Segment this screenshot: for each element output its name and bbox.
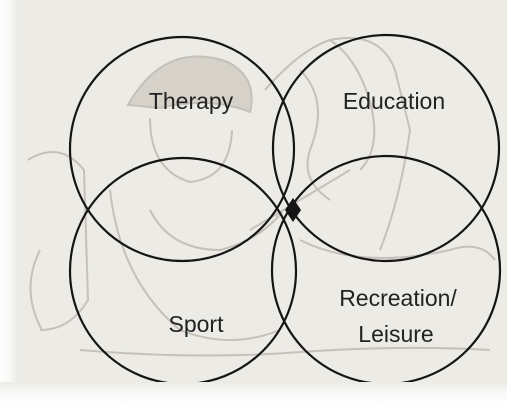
circle-education [271, 33, 501, 263]
scan-border-left [0, 0, 18, 404]
label-leisure: Leisure [358, 321, 433, 347]
circle-therapy [68, 35, 296, 263]
wheelchair-wheel [29, 249, 43, 331]
label-education: Education [343, 88, 445, 114]
rider-face [149, 117, 233, 184]
circle-sport [68, 156, 298, 386]
rein [249, 169, 351, 231]
horse-head [329, 39, 376, 171]
label-sport: Sport [169, 311, 225, 337]
horse-back [299, 239, 496, 261]
center-overlap-marker [285, 198, 301, 222]
scan-border-bottom [0, 382, 507, 404]
wheelchair-back [27, 151, 90, 331]
horse-neck [264, 37, 412, 251]
rider-body [109, 189, 281, 341]
rider-hat [126, 55, 253, 114]
rider-arm [149, 209, 283, 252]
label-recreation: Recreation/ [339, 285, 457, 311]
background-sketch [27, 37, 496, 357]
horse-mane [299, 69, 331, 201]
label-therapy: Therapy [149, 88, 234, 114]
ground-lines [79, 346, 491, 357]
